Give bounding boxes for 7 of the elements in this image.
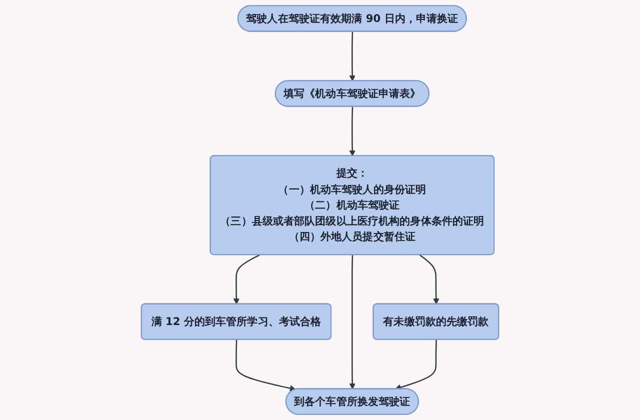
arrow [395,340,437,390]
arrow [236,340,296,392]
arrow [233,254,260,304]
arrow [349,106,356,156]
arrow [349,254,356,390]
arrow [419,254,440,304]
arrow [349,32,356,82]
